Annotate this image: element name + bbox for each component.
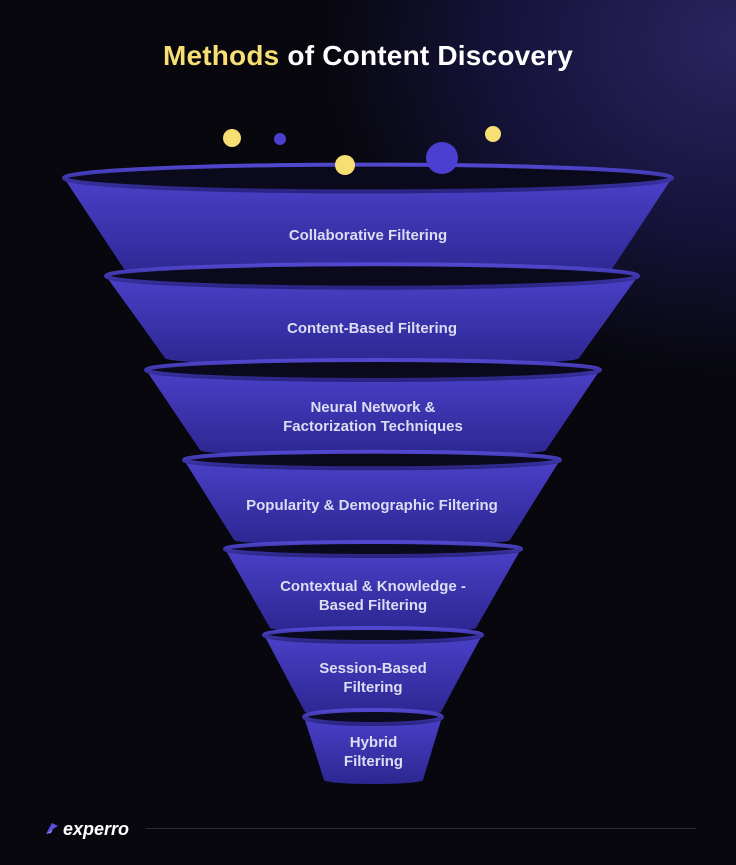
funnel-layer-label: Content-Based Filtering — [126, 319, 618, 338]
funnel-segment — [184, 460, 560, 546]
funnel-segment-rim — [104, 262, 640, 290]
funnel-segment — [225, 549, 521, 633]
funnel-layer-label-line: Filtering — [343, 679, 403, 696]
particle-dot-blue — [274, 133, 286, 145]
funnel-layer-label-line: Based Filtering — [318, 597, 428, 614]
funnel-layer-label: Popularity & Demographic Filtering — [204, 496, 540, 515]
funnel-layer-label-line: Popularity & Demographic Filtering — [246, 496, 498, 514]
footer-divider — [146, 828, 696, 829]
particle-dot-yellow — [223, 129, 241, 147]
funnel-segment — [64, 178, 672, 282]
funnel-layer-label-line: Contextual & Knowledge - — [280, 578, 466, 595]
funnel-layer-label: Neural Network & Factorization Techniques — [166, 398, 580, 436]
particle-dot-yellow — [485, 126, 501, 142]
funnel-segment-rim — [182, 449, 562, 471]
funnel-segment-rim — [144, 358, 602, 382]
funnel-segment — [106, 276, 638, 367]
particle-dot-blue — [426, 142, 458, 174]
funnel-layer-label-line: Filtering — [343, 753, 404, 770]
funnel-segment — [264, 635, 482, 716]
funnel-layer-label-line: Factorization Techniques — [283, 418, 463, 435]
experro-logo-icon — [46, 823, 58, 834]
title-highlight: Methods — [162, 40, 280, 71]
funnel-segment-rim — [62, 162, 674, 194]
funnel-segment-rim — [302, 708, 444, 726]
funnel-segment-rim — [262, 626, 484, 644]
funnel-segment-rim — [223, 540, 523, 558]
funnel-layer-label-line: Collaborative Filtering — [288, 226, 448, 244]
funnel-layer-label-line: Neural Network & — [310, 399, 436, 416]
funnel-layer-label-line: Session-Based — [319, 660, 427, 677]
particle-dot-yellow — [335, 155, 355, 175]
brand-name: experro — [63, 818, 130, 839]
footer-logo[interactable]: experro — [44, 818, 129, 840]
funnel-layer-label: Contextual & Knowledge - Based Filtering — [245, 577, 501, 615]
funnel-layer-label-line: Hybrid — [349, 734, 398, 751]
title-rest: of Content Discovery — [279, 40, 574, 71]
funnel-segment — [304, 717, 442, 784]
funnel-layer-label: Collaborative Filtering — [86, 226, 650, 245]
funnel-layer-label-line: Content-Based Filtering — [286, 319, 457, 337]
funnel-segment — [146, 370, 600, 457]
page-title: Methods of Content Discovery — [0, 40, 736, 72]
